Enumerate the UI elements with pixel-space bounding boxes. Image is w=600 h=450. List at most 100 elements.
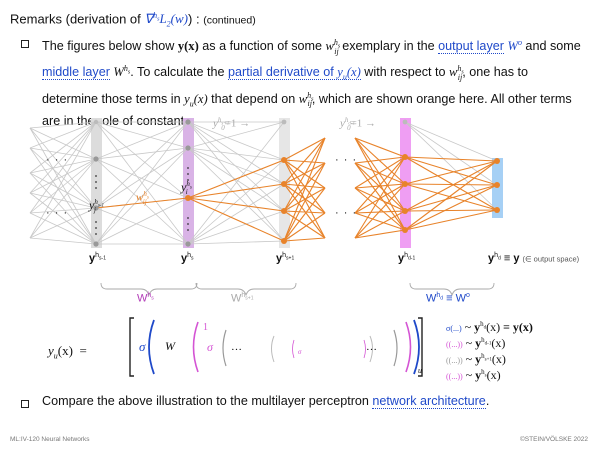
bullet-marker-2 xyxy=(21,400,29,408)
layer-label-hd-1: yhd-1 xyxy=(398,252,416,265)
gray-edge xyxy=(187,121,285,212)
orange-edge xyxy=(354,162,406,185)
orange-edge xyxy=(354,187,406,231)
gray-edge xyxy=(29,172,97,245)
orange-edge xyxy=(354,137,406,158)
gray-edge xyxy=(187,147,285,185)
gray-edge xyxy=(29,121,97,214)
gray-edge xyxy=(404,121,498,162)
orange-edge xyxy=(283,137,326,212)
gray-edge xyxy=(187,147,285,161)
gray-edge xyxy=(29,121,97,174)
orange-edge xyxy=(404,183,498,211)
layer-bar-hs xyxy=(183,118,194,248)
orange-edge xyxy=(354,156,406,239)
legend-row-2: ((...)) ~ yhd-1(x) xyxy=(446,336,506,350)
layer-label-hs-1: yhs-1 xyxy=(89,252,106,265)
orange-edge xyxy=(283,183,326,214)
orange-edge xyxy=(354,183,406,239)
vertical-ellipsis xyxy=(95,167,189,235)
eq-sigma-outer: σ xyxy=(139,339,146,354)
eq-sigma-magenta: σ xyxy=(207,340,213,354)
node-label-yi: yhsi xyxy=(181,180,192,197)
gray-edge xyxy=(29,207,97,214)
dots-left-top: · · · xyxy=(46,154,69,166)
orange-edge xyxy=(283,137,326,185)
gray-edge xyxy=(29,207,97,239)
slide-title: Remarks (derivation of ∇hsL2(w)) : (cont… xyxy=(10,11,256,29)
gray-edge xyxy=(29,121,97,129)
orange-edge xyxy=(354,156,406,214)
brace-label-W-hd: Whd ≡ Wo xyxy=(426,292,470,305)
gray-edge xyxy=(187,121,285,242)
orange-edge xyxy=(283,183,326,239)
orange-edges xyxy=(95,137,498,242)
legend-row-1: σ(...) ~ yhd(x) ≡ y(x) xyxy=(446,320,533,334)
network-architecture-link[interactable]: network architecture xyxy=(372,394,486,409)
output-layer-link[interactable]: output layer xyxy=(438,39,504,55)
gray-edge xyxy=(187,121,285,245)
legend-row-3: ((...)) ~ yhs+1(x) xyxy=(446,352,506,366)
orange-edge xyxy=(404,209,498,231)
gray-edge xyxy=(187,159,285,245)
gray-edge xyxy=(29,158,97,214)
partial-derivative-link[interactable]: partial derivative of yu(x) xyxy=(228,65,361,82)
layer-bar-hd xyxy=(492,158,503,218)
gray-edge xyxy=(404,121,498,186)
gray-edge xyxy=(29,192,97,209)
middle-layer-link[interactable]: middle layer xyxy=(42,65,110,81)
equation-lhs: yu(x) = xyxy=(48,343,87,361)
orange-edge xyxy=(283,162,326,212)
orange-edge xyxy=(404,184,498,212)
gray-edge xyxy=(187,121,285,149)
orange-edge xyxy=(404,184,498,231)
gray-edge xyxy=(29,147,97,209)
orange-edge xyxy=(283,187,326,212)
orange-edge xyxy=(354,229,406,239)
eq-ellipsis-right: … xyxy=(366,341,377,353)
orange-edge xyxy=(283,212,326,242)
orange-edge xyxy=(404,156,498,211)
eq-sub-u: u xyxy=(418,366,422,375)
orange-edge xyxy=(354,137,406,212)
gray-edge xyxy=(95,197,189,245)
orange-edge xyxy=(404,160,498,185)
orange-edge xyxy=(283,183,326,189)
gray-edge xyxy=(95,121,189,245)
layer-bar-hs-1 xyxy=(91,118,102,248)
gray-edge xyxy=(29,147,97,160)
orange-edge xyxy=(354,183,406,189)
gray-edge xyxy=(29,158,97,194)
nodes-layer-hs-1 xyxy=(93,119,99,247)
nested-equation xyxy=(129,317,423,377)
gray-edge xyxy=(29,158,97,239)
layer-label-hs: yhs xyxy=(181,252,194,265)
orange-edge xyxy=(404,156,498,186)
orange-edge xyxy=(187,159,285,199)
orange-edge xyxy=(283,162,326,242)
dots-middle-top: · · · xyxy=(335,154,358,166)
footer-right: ©STEIN/VÖLSKE 2022 xyxy=(519,436,588,443)
gray-edge xyxy=(95,121,189,199)
bullet-marker xyxy=(21,40,29,48)
orange-edge xyxy=(187,197,285,212)
eq-sigma-inner: σ xyxy=(298,348,302,356)
nodes-layer-hd xyxy=(494,158,500,213)
brace-label-W-hs+1: Whs+1 xyxy=(231,292,254,305)
dots-middle-bottom: · · · xyxy=(335,207,358,219)
orange-edge xyxy=(404,183,498,186)
gray-edge xyxy=(95,147,189,209)
gray-edge xyxy=(29,121,97,239)
gray-edge xyxy=(95,147,189,160)
gray-edge xyxy=(95,207,189,245)
nodes-layer-hs+1 xyxy=(281,119,287,244)
orange-edge xyxy=(404,209,498,212)
network-diagram xyxy=(29,118,503,297)
gray-edge xyxy=(187,240,285,245)
weight-label-wij: whsij xyxy=(136,190,149,206)
orange-edge xyxy=(404,160,498,231)
orange-edge xyxy=(354,156,406,164)
intro-paragraph: The figures below show y(x) as a functio… xyxy=(42,38,581,128)
gray-edge xyxy=(95,147,189,245)
node-label-yj: yhs-1j xyxy=(89,198,104,215)
